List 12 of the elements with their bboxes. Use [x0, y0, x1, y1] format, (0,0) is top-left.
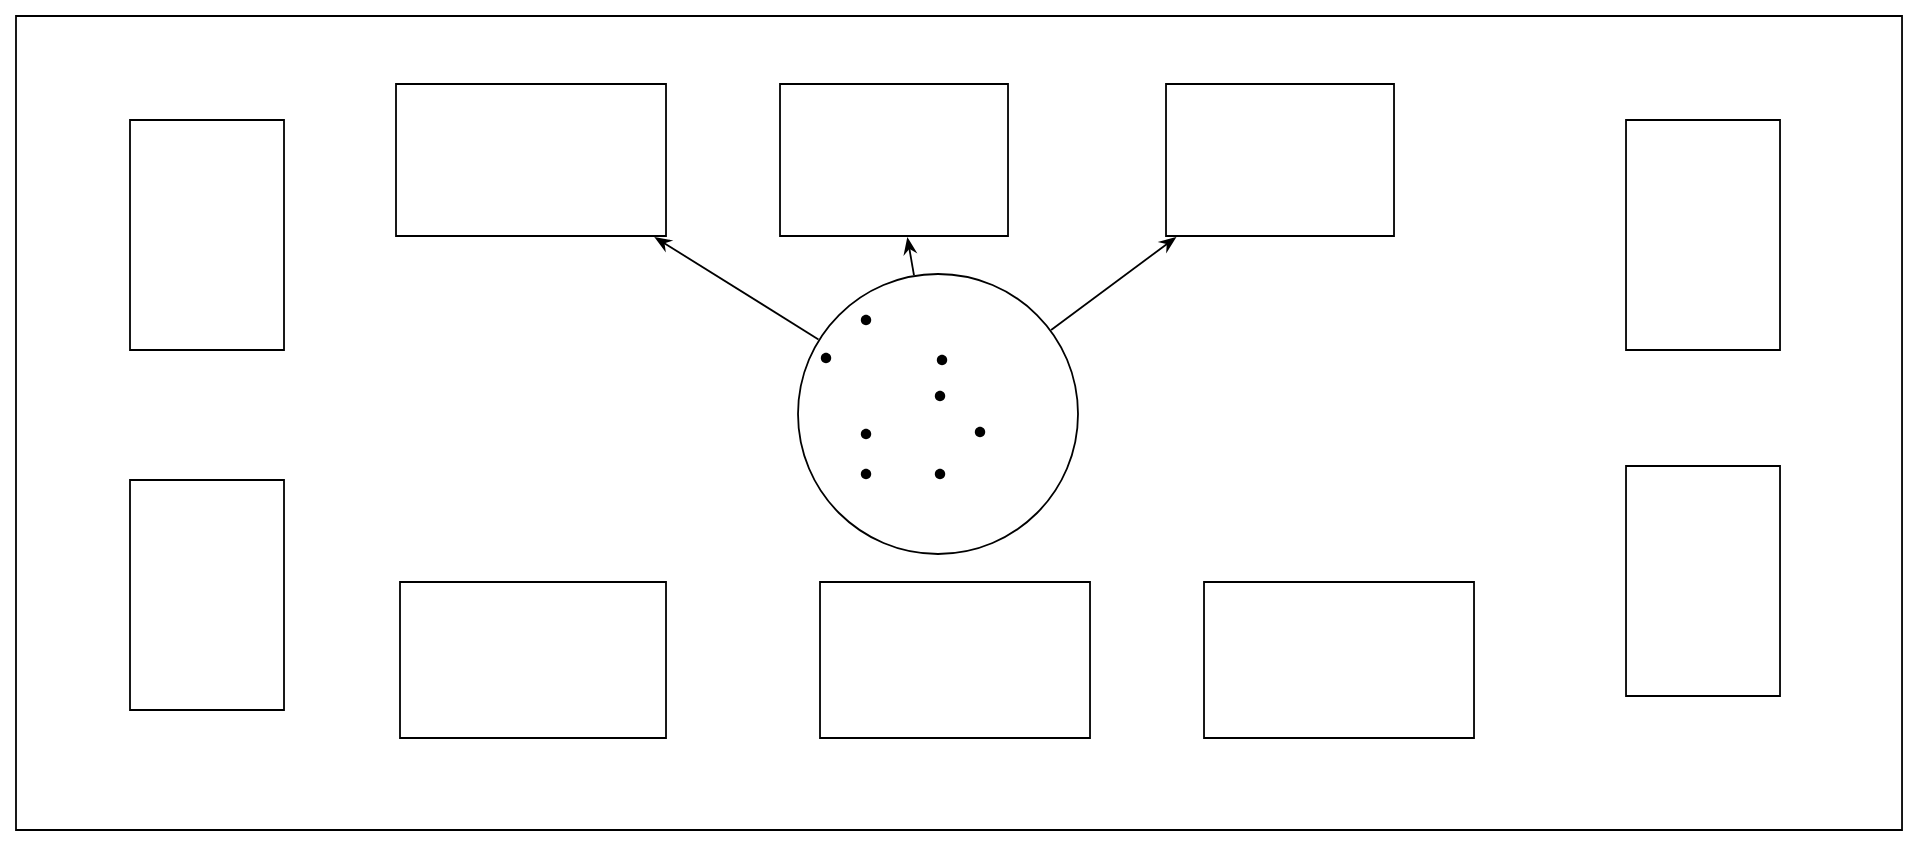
box	[1625, 465, 1781, 697]
box	[395, 83, 667, 237]
box	[1165, 83, 1395, 237]
box	[129, 479, 285, 711]
box	[1625, 119, 1781, 351]
box	[819, 581, 1091, 739]
box	[399, 581, 667, 739]
frame	[15, 15, 1903, 831]
dotted-circle	[797, 273, 1079, 555]
box	[1203, 581, 1475, 739]
box	[779, 83, 1009, 237]
box	[129, 119, 285, 351]
